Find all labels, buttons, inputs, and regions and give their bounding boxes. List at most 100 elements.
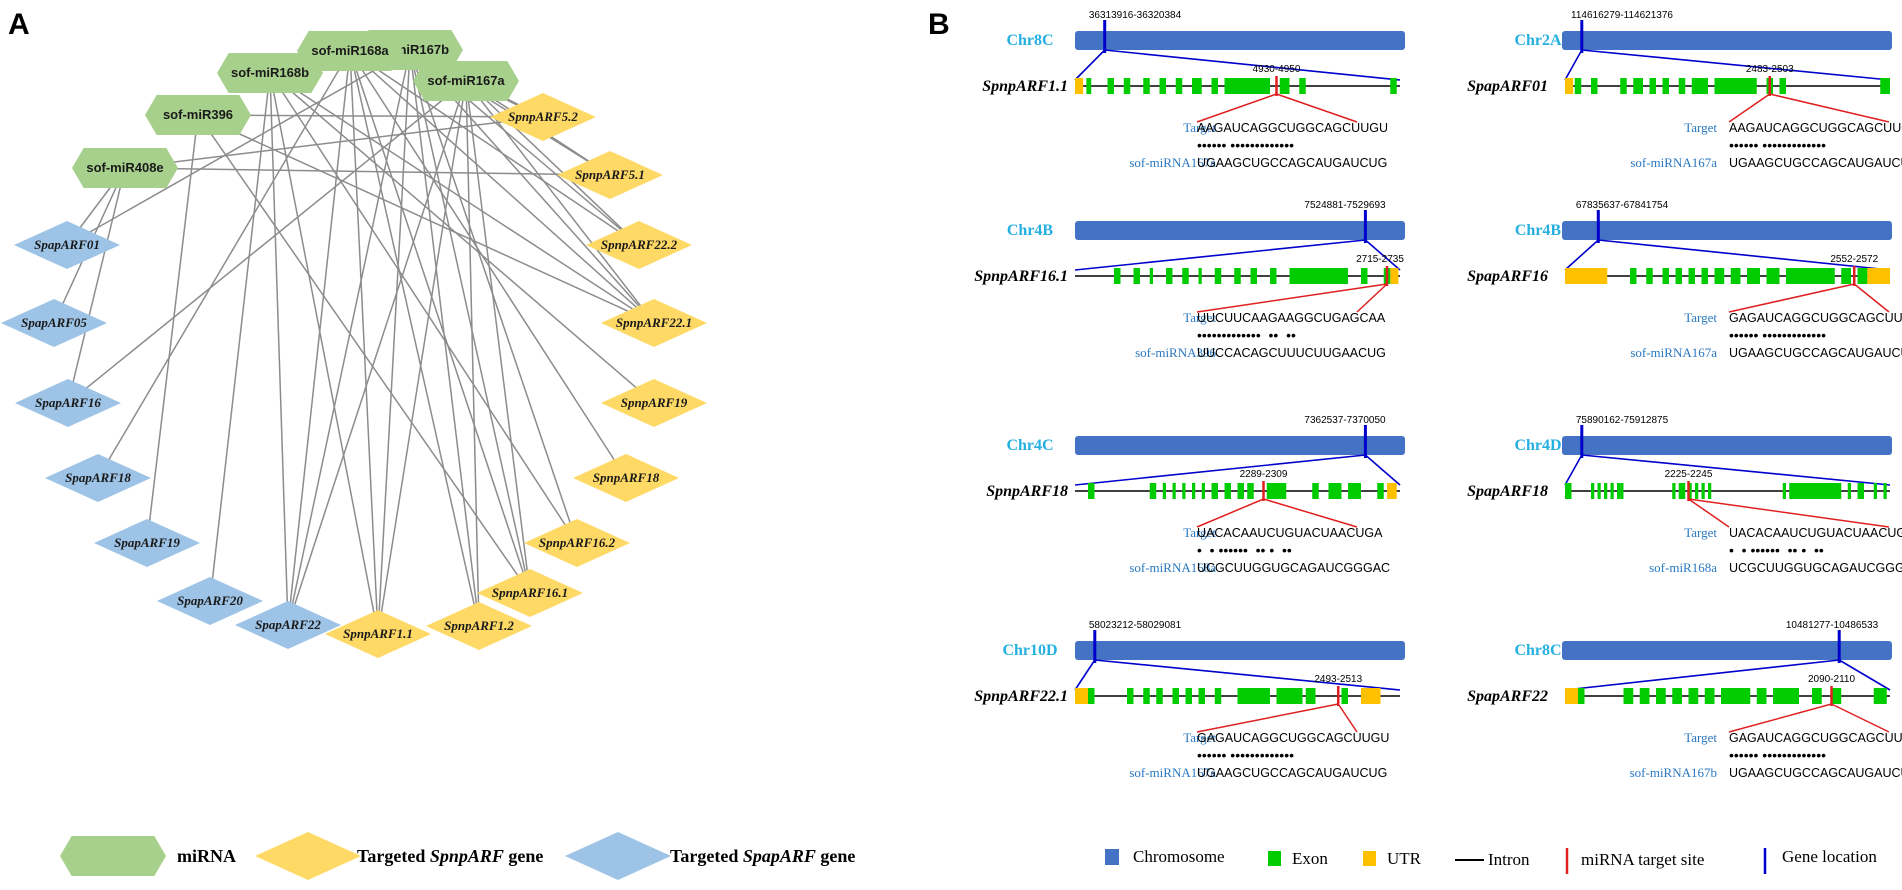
network-edge — [349, 50, 655, 324]
gene-structure-block: Chr8C36313916-36320384SpnpARF1.14930-495… — [982, 10, 1405, 170]
exon-block — [1182, 268, 1189, 284]
exon-block — [1841, 268, 1851, 284]
network-edge — [349, 50, 640, 246]
gene-structure-block: Chr4B67835637-67841754SpapARF162552-2572… — [1467, 200, 1902, 360]
spap-node-label: SpapARF16 — [35, 395, 101, 410]
legend-spap-label: Targeted SpapARF gene — [670, 846, 855, 866]
exon-block — [1812, 688, 1822, 704]
network-edge — [269, 72, 379, 635]
exon-block — [1656, 688, 1666, 704]
exon-block — [1721, 688, 1751, 704]
exon-block — [1773, 688, 1799, 704]
exon-block — [1224, 483, 1231, 499]
panel-a-letter: A — [8, 8, 30, 41]
exon-block — [1086, 78, 1092, 94]
exon-block — [1730, 268, 1741, 284]
mirna-sequence: UGAAGCUGCCAGCAUGAUCUG — [1729, 346, 1902, 360]
network-edge — [97, 50, 351, 479]
spap-gene-node: SpapARF19 — [94, 519, 200, 567]
network-nodes: sof-miR167bsof-miR168asof-miR168bsof-miR… — [1, 30, 707, 658]
exon-block — [1159, 78, 1166, 94]
site-callout-left — [1196, 498, 1264, 528]
base-pairing-dots: • • •••••• •• • •• — [1197, 542, 1292, 558]
target-site-range: 4930-4950 — [1253, 64, 1301, 75]
zoom-line-right — [1838, 659, 1891, 691]
target-site-range: 2225-2245 — [1665, 469, 1713, 480]
exon-block — [1276, 688, 1303, 704]
spnp-gene-node: SpnpARF19 — [601, 379, 707, 427]
mirna-label: sof-miRNA167a — [1630, 155, 1717, 170]
mirna-hexagon — [145, 95, 251, 135]
network-edge — [287, 50, 351, 626]
exon-block — [1328, 483, 1342, 499]
chromosome-label: Chr4B — [1007, 222, 1054, 239]
exon-block — [1662, 268, 1669, 284]
zoom-line-right — [1581, 49, 1891, 81]
site-callout-left — [1728, 93, 1771, 123]
zoom-line-right — [1598, 239, 1891, 271]
exon-block — [1857, 483, 1864, 499]
spap-node-label: SpapARF22 — [255, 617, 321, 632]
target-label: Target — [1684, 525, 1717, 540]
spnp-diamond — [601, 299, 707, 347]
zoom-line-left — [1074, 239, 1366, 271]
exon-block — [1620, 483, 1624, 499]
exon-block — [1714, 268, 1725, 284]
chromosome-label: Chr4D — [1514, 437, 1561, 454]
mirna-hexagon — [297, 31, 403, 71]
exon-block — [1604, 483, 1608, 499]
spnp-gene-node: SpnpARF22.1 — [601, 299, 707, 347]
spnp-node-label: SpnpARF22.2 — [601, 237, 678, 252]
exon-block — [1610, 483, 1614, 499]
exon-block — [1192, 78, 1202, 94]
gene-coordinates: 75890162-75912875 — [1576, 415, 1669, 426]
exon-block — [1348, 483, 1361, 499]
gene-coordinates: 114616279-114621376 — [1571, 10, 1673, 21]
spnp-node-label: SpnpARF1.2 — [444, 618, 514, 633]
exon-block — [1565, 483, 1572, 499]
exon-block — [1198, 688, 1205, 704]
zoom-line-left — [1564, 454, 1583, 486]
base-pairing-dots: •••••• ••••••••••••• — [1729, 327, 1826, 343]
spap-gene-node: SpapARF05 — [1, 299, 107, 347]
exon-block — [1857, 268, 1868, 284]
gene-name: SpapARF16 — [1467, 268, 1548, 285]
target-sequence: AAGAUCAGGCUGGCAGCUUGU — [1197, 121, 1388, 135]
base-pairing-dots: ••••••••••••• •• •• — [1197, 327, 1296, 343]
exon-block — [1149, 268, 1153, 284]
spap-gene-node: SpapARF22 — [235, 601, 341, 649]
exon-block — [1211, 78, 1218, 94]
spap-diamond — [15, 379, 121, 427]
exon-block — [1662, 78, 1669, 94]
exon-block — [1578, 688, 1585, 704]
chromosome-bar — [1562, 31, 1892, 50]
network-edge — [66, 49, 411, 246]
chromosome-label: Chr8C — [1006, 32, 1053, 49]
mirna-sequence: UGAAGCUGCCAGCAUGAUCUG — [1197, 156, 1387, 170]
spap-node-label: SpapARF20 — [177, 593, 243, 608]
spnp-diamond — [426, 602, 532, 650]
spnp-diamond — [477, 569, 583, 617]
spnp-node-label: SpnpARF16.1 — [492, 585, 568, 600]
spnp-diamond — [586, 221, 692, 269]
target-sequence: AAGAUCAGGCUGGCAGCUUGU — [1729, 121, 1902, 135]
zoom-line-right — [1364, 454, 1401, 486]
site-callout-right — [1688, 498, 1890, 528]
spnp-node-label: SpnpARF19 — [621, 395, 688, 410]
spnp-gene-node: SpnpARF1.2 — [426, 602, 532, 650]
network-edge — [377, 80, 467, 635]
gene-coordinates: 58023212-58029081 — [1089, 620, 1182, 631]
mirna-sequence: UGAAGCUGCCAGCAUGAUCUG — [1197, 766, 1387, 780]
target-label: Target — [1183, 730, 1216, 745]
site-callout-left — [1196, 703, 1339, 733]
site-callout-left — [1196, 93, 1277, 123]
network-edge — [197, 114, 655, 324]
network-edge — [209, 72, 271, 602]
exon-block — [1649, 78, 1656, 94]
spnp-node-label: SpnpARF5.2 — [508, 109, 578, 124]
target-label: Target — [1684, 120, 1717, 135]
chromosome-label: Chr8C — [1514, 642, 1561, 659]
chromosome-bar — [1562, 641, 1892, 660]
gene-structure-block: Chr4B7524881-7529693SpnpARF16.12715-2735… — [974, 200, 1405, 360]
legend-spap-diamond — [565, 832, 671, 880]
